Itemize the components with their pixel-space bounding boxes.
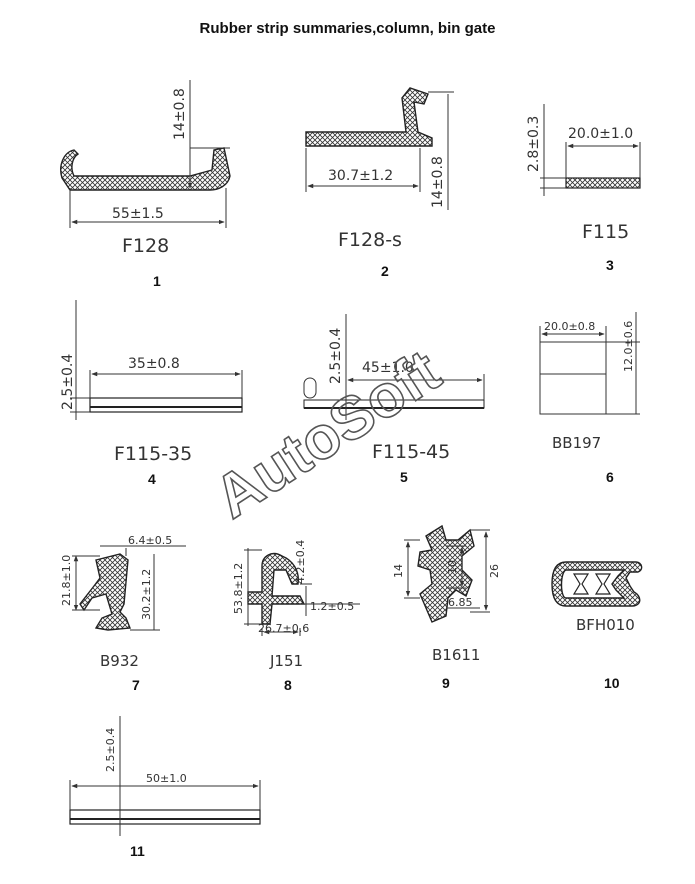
item-3-number: 3 xyxy=(606,257,614,273)
item-9-number: 9 xyxy=(442,675,450,691)
item-4-dim-width: 35±0.8 xyxy=(128,356,180,372)
item-11-dim-height: 2.5±0.4 xyxy=(104,728,117,772)
item-9-dim-bottom: 6.85 xyxy=(448,596,473,609)
item-6-code: BB197 xyxy=(552,434,601,452)
item-4-code: F115-35 xyxy=(114,443,192,465)
item-6-dim-height: 12.0±0.6 xyxy=(622,321,635,372)
item-8-j151: 53.8±1.2 4.2±0.4 1.2±0.5 26.7±0.6 J151 8 xyxy=(232,540,360,693)
item-9-dim-right: 26 xyxy=(488,564,501,578)
item-7-code: B932 xyxy=(100,652,139,670)
item-6-number: 6 xyxy=(606,469,614,485)
item-9-b1611: 14 10 26 6.85 B1611 9 xyxy=(392,524,501,691)
item-1-number: 1 xyxy=(153,273,161,289)
item-10-code: BFH010 xyxy=(576,616,635,634)
item-3-f115: 20.0±1.0 2.8±0.3 F115 3 xyxy=(526,104,641,273)
item-7-b932: 6.4±0.5 21.8±1.0 30.2±1.2 B932 7 xyxy=(60,534,186,693)
item-8-code: J151 xyxy=(269,652,303,670)
item-9-dim-left: 14 xyxy=(392,564,405,578)
item-8-dim-height: 53.8±1.2 xyxy=(232,563,245,614)
item-7-number: 7 xyxy=(132,677,140,693)
item-6-dim-width: 20.0±0.8 xyxy=(544,320,595,333)
item-3-code: F115 xyxy=(582,221,629,243)
item-7-dim-left: 21.8±1.0 xyxy=(60,555,73,606)
item-7-dim-top: 6.4±0.5 xyxy=(128,534,172,547)
item-8-dim-width: 26.7±0.6 xyxy=(258,622,309,635)
item-5-number: 5 xyxy=(400,469,408,485)
item-10-number: 10 xyxy=(604,675,620,691)
item-2-f128-s: 30.7±1.2 14±0.8 F128-s 2 xyxy=(305,87,454,279)
item-1-dim-width: 55±1.5 xyxy=(112,206,164,222)
item-8-dim-thickness: 1.2±0.5 xyxy=(310,600,354,613)
item-11-dim-width: 50±1.0 xyxy=(146,772,187,785)
item-2-dim-height: 14±0.8 xyxy=(430,156,446,208)
item-8-dim-lip: 4.2±0.4 xyxy=(294,540,307,584)
item-10-bfh010: BFH010 10 xyxy=(551,561,643,691)
item-4-f115-35: 35±0.8 2.5±0.4 F115-35 4 xyxy=(60,300,243,487)
item-1-code: F128 xyxy=(122,235,169,257)
item-1-dim-height: 14±0.8 xyxy=(172,88,188,140)
page-title: Rubber strip summaries,column, bin gate xyxy=(199,20,496,37)
item-9-dim-inner: 10 xyxy=(446,560,459,574)
item-11-strip: 50±1.0 2.5±0.4 11 xyxy=(69,716,261,859)
item-2-number: 2 xyxy=(381,263,389,279)
item-3-dim-height: 2.8±0.3 xyxy=(526,116,542,172)
item-5-f115-45: 45±1.0 2.5±0.4 F115-45 5 xyxy=(303,314,485,485)
item-2-code: F128-s xyxy=(338,229,402,251)
item-3-dim-width: 20.0±1.0 xyxy=(568,126,633,142)
item-11-number: 11 xyxy=(130,843,145,859)
item-4-number: 4 xyxy=(148,471,156,487)
item-8-number: 8 xyxy=(284,677,292,693)
item-4-dim-height: 2.5±0.4 xyxy=(60,354,76,410)
item-5-dim-width: 45±1.0 xyxy=(362,360,414,376)
item-6-bb197: 20.0±0.8 12.0±0.6 BB197 6 xyxy=(539,312,640,485)
item-7-dim-right: 30.2±1.2 xyxy=(140,569,153,620)
item-5-dim-height: 2.5±0.4 xyxy=(328,328,344,384)
item-2-dim-width: 30.7±1.2 xyxy=(328,168,393,184)
item-9-code: B1611 xyxy=(432,646,480,664)
item-5-code: F115-45 xyxy=(372,441,450,463)
item-1-f128: 55±1.5 14±0.8 F128 1 xyxy=(60,80,231,289)
